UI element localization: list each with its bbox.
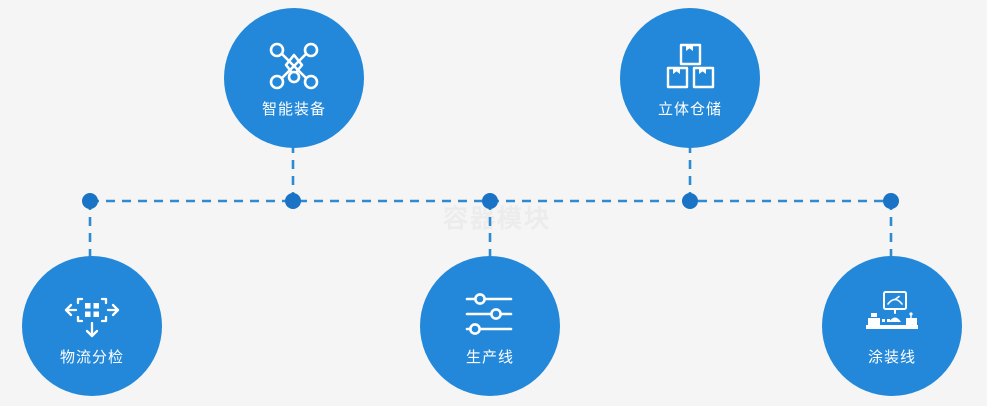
node-production-line[interactable]: 生产线 (420, 256, 560, 396)
network-nodes-icon (266, 40, 322, 92)
watermark-text: 容器模块 (442, 205, 551, 233)
node-warehouse[interactable]: 立体仓储 (620, 8, 760, 148)
node-label: 涂装线 (867, 348, 916, 366)
node-label: 立体仓储 (657, 100, 722, 118)
node-circle[interactable]: 物流分检 (22, 256, 162, 396)
sliders-icon (462, 288, 518, 340)
node-smart-equipment[interactable]: 智能装备 (224, 8, 364, 148)
junction-dot-production[interactable] (482, 193, 498, 209)
node-circle[interactable]: 立体仓储 (620, 8, 760, 148)
junction-dot-warehouse[interactable] (682, 193, 698, 209)
junction-dot-logistics[interactable] (82, 193, 98, 209)
node-circle[interactable]: 涂装线 (822, 256, 962, 396)
node-logistics-sorting[interactable]: 物流分检 (22, 256, 162, 396)
node-circle[interactable]: 生产线 (420, 256, 560, 396)
node-label: 物流分检 (59, 348, 124, 366)
node-label: 生产线 (465, 348, 514, 366)
node-painting-line[interactable]: 涂装线 (822, 256, 962, 396)
node-circle[interactable]: 智能装备 (224, 8, 364, 148)
junction-dot-smart-equipment[interactable] (285, 193, 301, 209)
junction-dot-painting[interactable] (883, 193, 899, 209)
factory-monitor-icon (864, 288, 920, 340)
distribution-arrows-icon (64, 288, 120, 340)
node-label: 智能装备 (261, 100, 326, 118)
stacked-boxes-icon (662, 40, 718, 92)
